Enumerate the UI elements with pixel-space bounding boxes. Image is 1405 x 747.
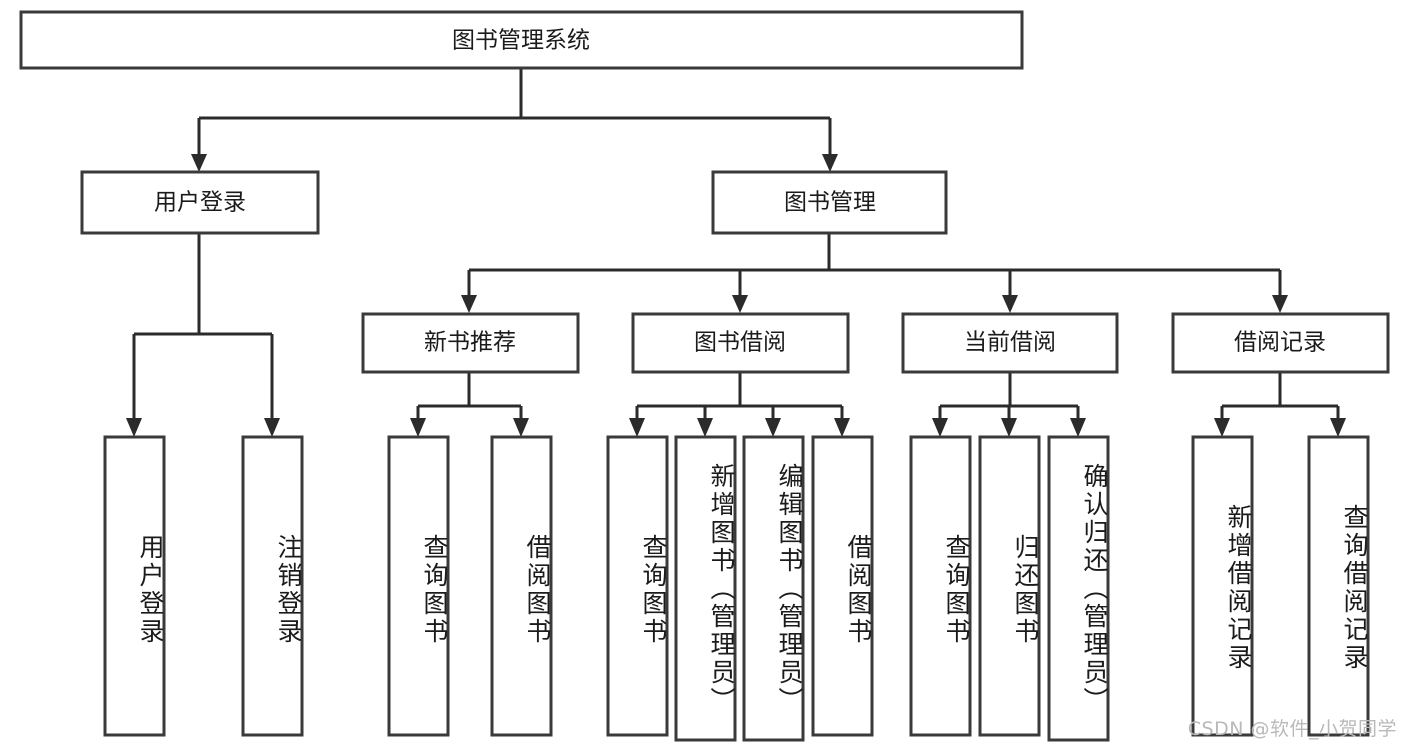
leaf-box-confirm-return-admin[interactable]	[1047, 435, 1110, 742]
arrowhead-borrow-leaf1	[629, 418, 645, 437]
node-root-box[interactable]	[19, 10, 1024, 70]
node-user-login-label: 用户登录	[154, 190, 246, 216]
node-current-borrow[interactable]: 当前借阅	[901, 312, 1119, 374]
connector-group-userlogin	[126, 233, 280, 437]
node-new-book-recommend[interactable]: 新书推荐	[361, 312, 580, 374]
arrowhead-current-leaf1	[932, 418, 948, 437]
arrowhead-newbook-leaf2	[513, 418, 529, 437]
arrowhead-borrow-leaf3	[765, 418, 781, 437]
arrowhead-borrow-leaf2	[697, 418, 713, 437]
node-borrow-records-box[interactable]	[1171, 312, 1390, 374]
connector-group-bookmgmt	[461, 233, 1288, 313]
csdn-watermark: CSDN @软件_小贺同学	[1187, 718, 1397, 740]
connector-group-borrow	[629, 372, 850, 437]
node-book-management-label: 图书管理	[784, 190, 876, 216]
node-book-borrow-box[interactable]	[631, 312, 850, 374]
arrowhead-bookmgmt-to-borrow	[732, 295, 748, 313]
leaf-box-add-borrow-record[interactable]	[1191, 435, 1254, 737]
node-new-book-recommend-box[interactable]	[361, 312, 580, 374]
node-current-borrow-label: 当前借阅	[964, 330, 1056, 356]
node-user-login-box[interactable]	[80, 170, 320, 235]
node-book-borrow-label: 图书借阅	[694, 330, 786, 356]
arrowhead-records-leaf2	[1330, 418, 1346, 437]
arrowhead-userlogin-leaf1	[126, 418, 142, 437]
node-current-borrow-box[interactable]	[901, 312, 1119, 374]
arrowhead-bookmgmt-to-records	[1272, 295, 1288, 313]
leaf-box-query-book-1[interactable]	[387, 435, 450, 737]
node-new-book-recommend-label: 新书推荐	[424, 330, 516, 356]
arrowhead-current-leaf3	[1070, 418, 1086, 437]
arrowhead-records-leaf1	[1214, 418, 1230, 437]
connector-group-newbook	[410, 372, 529, 437]
leaf-box-return-book[interactable]	[978, 435, 1041, 737]
leaf-box-add-book-admin[interactable]	[674, 435, 737, 742]
arrowhead-bookmgmt-to-newbook	[461, 295, 477, 313]
node-root-label: 图书管理系统	[452, 28, 590, 54]
leaf-box-borrow-book-2[interactable]	[811, 435, 874, 737]
leaf-box-query-book-3[interactable]	[909, 435, 972, 737]
node-book-management[interactable]: 图书管理	[711, 170, 948, 235]
arrowhead-newbook-leaf1	[410, 418, 426, 437]
leaf-box-query-borrow-record[interactable]	[1307, 435, 1370, 737]
leaf-box-borrow-book-1[interactable]	[490, 435, 553, 737]
arrowhead-bookmgmt-to-current	[1002, 295, 1018, 313]
leaf-box-user-login[interactable]	[103, 435, 166, 737]
leaf-box-logout[interactable]	[241, 435, 304, 737]
arrowhead-current-leaf2	[1001, 418, 1017, 437]
leaf-box-query-book-2[interactable]	[606, 435, 669, 737]
leaf-box-edit-book-admin[interactable]	[742, 435, 805, 742]
arrowhead-root-to-userlogin	[191, 154, 207, 172]
connector-group-current	[932, 372, 1086, 437]
arrowhead-root-to-bookmgmt	[822, 154, 838, 172]
node-book-borrow[interactable]: 图书借阅	[631, 312, 850, 374]
connector-group-root	[191, 69, 838, 172]
node-user-login[interactable]: 用户登录	[80, 170, 320, 235]
node-borrow-records[interactable]: 借阅记录	[1171, 312, 1390, 374]
arrowhead-userlogin-leaf2	[264, 418, 280, 437]
connector-group-records	[1214, 372, 1346, 437]
node-borrow-records-label: 借阅记录	[1234, 330, 1326, 356]
node-book-management-box[interactable]	[711, 170, 948, 235]
arrowhead-borrow-leaf4	[834, 418, 850, 437]
node-root[interactable]: 图书管理系统	[19, 10, 1024, 70]
